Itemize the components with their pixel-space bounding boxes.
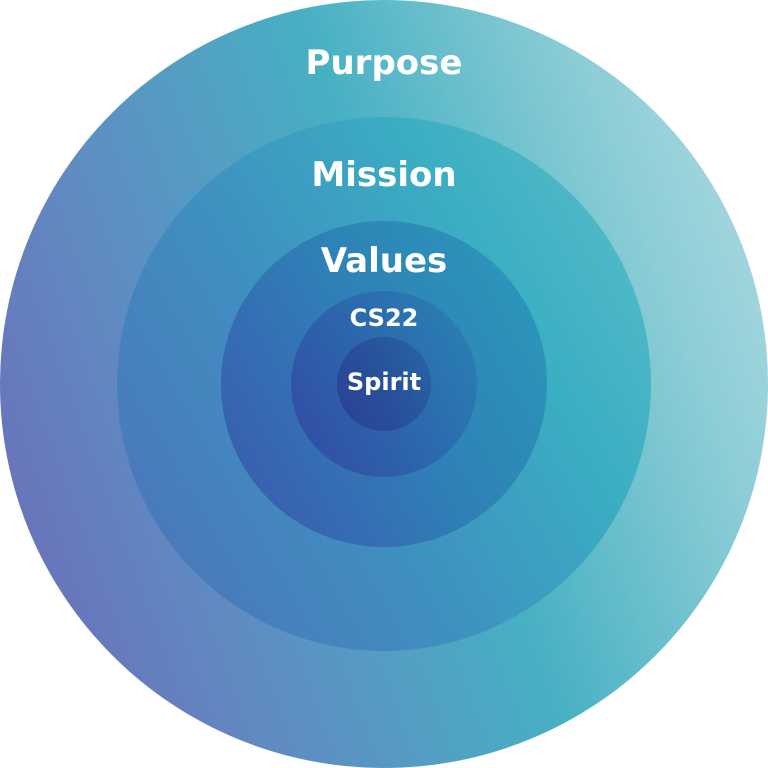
values-label: Values: [320, 241, 448, 281]
cs22-label: CS22: [349, 304, 419, 332]
mission-label: Mission: [311, 155, 457, 195]
spirit-label: Spirit: [346, 368, 422, 396]
spirit-core: [337, 337, 431, 431]
purpose-label: Purpose: [305, 43, 463, 83]
